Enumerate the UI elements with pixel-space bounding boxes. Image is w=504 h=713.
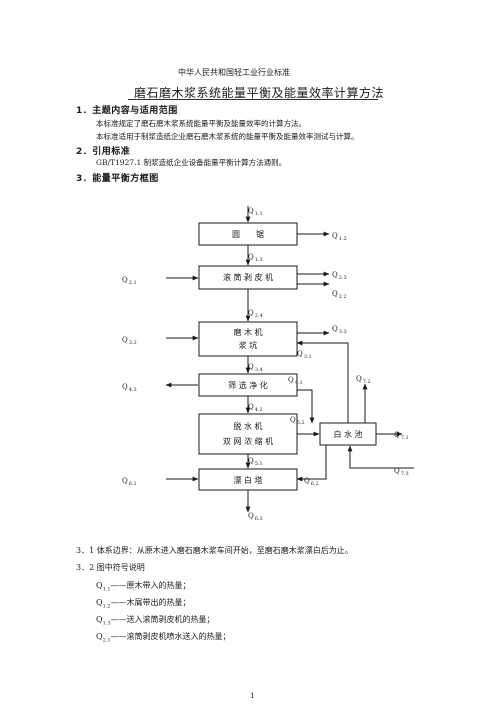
flow-label-q72: Q7.2 — [356, 375, 371, 385]
symbol-description: ——送入滚筒剥皮机的热量； — [110, 615, 215, 624]
document-title: 磨石磨木浆系统能量平衡及能量效率计算方法 — [134, 86, 385, 100]
flow-label-q11: Q1.1 — [248, 207, 263, 217]
arrow-q62 — [296, 445, 327, 482]
symbol: Q — [96, 581, 103, 590]
grinder-label-2: 浆 坑 — [239, 340, 258, 350]
flow-label-q61: Q6.1 — [122, 477, 137, 487]
flow-label-q41: Q4.1 — [288, 376, 303, 386]
symbol-definition: Q1.1——原木带入的热量； — [96, 580, 191, 593]
flow-label-q24: Q2.4 — [248, 309, 263, 319]
grinder-label-1: 磨 木 机 — [233, 327, 262, 337]
flow-label-q52: Q5.2 — [290, 416, 305, 426]
flow-label-q34: Q3.4 — [248, 363, 263, 373]
dewatering-box — [198, 413, 298, 455]
section-1-paragraph-2: 本标准适用于制浆造纸企业磨石磨木浆系统的能量平衡及能量效率测试与计算。 — [96, 132, 359, 141]
flow-label-q42: Q4.2 — [248, 403, 263, 413]
section-3-title: 3．能量平衡方框图 — [76, 174, 159, 184]
title-underline — [128, 99, 378, 100]
arrow-q41 — [297, 389, 315, 424]
flow-label-q51: Q5.1 — [248, 457, 263, 467]
symbol-description: ——滚筒剥皮机喷水送入的热量； — [110, 632, 231, 641]
system-boundary-text: 3．1 体系边界：从原木进入磨石磨木浆车间开始，至磨石磨木浆漂白后为止。 — [76, 546, 353, 555]
standard-name: 中华人民共和国轻工业行业标准 — [178, 68, 290, 77]
symbol-description: ——木屑带出的热量； — [110, 598, 191, 607]
symbol-description: ——原木带入的热量； — [110, 581, 191, 590]
symbol-explanation-heading: 3．2 图中符号说明 — [76, 563, 145, 572]
section-1-title: 1．主题内容与适用范围 — [76, 106, 178, 116]
symbol-subscript: 1.2 — [102, 603, 111, 610]
saw-label: 圆 锯 — [232, 229, 264, 239]
flow-label-q63: Q6.3 — [248, 512, 263, 522]
symbol-definition: Q2.1——滚筒剥皮机喷水送入的热量； — [96, 631, 231, 644]
flow-label-q12: Q1.2 — [332, 232, 347, 242]
white-water-label: 白 水 池 — [333, 429, 362, 439]
flow-label-q33: Q3.3 — [332, 325, 347, 335]
flow-label-q62: Q6.2 — [304, 477, 319, 487]
dewatering-label-2: 双 网 浓 缩 机 — [223, 436, 273, 446]
section-2-paragraph-1: GB/T1927.1 制浆造纸企业设备能量平衡计算方法通则。 — [96, 158, 287, 167]
bleaching-tower-label: 漂 白 塔 — [233, 475, 262, 485]
page-number: 1 — [250, 691, 255, 700]
flow-label-q32: Q3.2 — [122, 336, 137, 346]
symbol-subscript: 2.1 — [102, 637, 111, 644]
flow-label-q31: Q3.1 — [297, 350, 312, 360]
drum-barker-label: 滚 筒 剥 皮 机 — [223, 272, 273, 282]
flow-label-q43: Q4.3 — [122, 383, 137, 393]
section-2-title: 2．引用标准 — [76, 147, 131, 157]
flow-label-q13: Q1.3 — [248, 253, 263, 263]
arrow-q73 — [347, 445, 414, 469]
symbol: Q — [96, 598, 103, 607]
flow-label-q73: Q7.3 — [394, 467, 409, 477]
section-1-paragraph-1: 本标准规定了磨石磨木浆系统能量平衡及能量效率的计算方法。 — [96, 119, 306, 128]
flow-label-q21: Q2.1 — [122, 276, 137, 286]
flow-label-q22: Q2.2 — [332, 290, 347, 300]
symbol-subscript: 1.3 — [102, 620, 111, 627]
arrow-q31 — [296, 340, 349, 423]
symbol: Q — [96, 615, 103, 624]
symbol-definition: Q1.3——送入滚筒剥皮机的热量； — [96, 614, 215, 627]
dewatering-label-1: 脱 水 机 — [233, 421, 262, 431]
symbol-subscript: 1.1 — [102, 586, 111, 593]
symbol: Q — [96, 632, 103, 641]
symbol-definition: Q1.2——木屑带出的热量； — [96, 597, 191, 610]
flow-label-q23: Q2.3 — [332, 271, 347, 281]
screening-label: 筛 选 净 化 — [228, 380, 268, 390]
flow-label-q71: Q7.1 — [394, 431, 409, 441]
